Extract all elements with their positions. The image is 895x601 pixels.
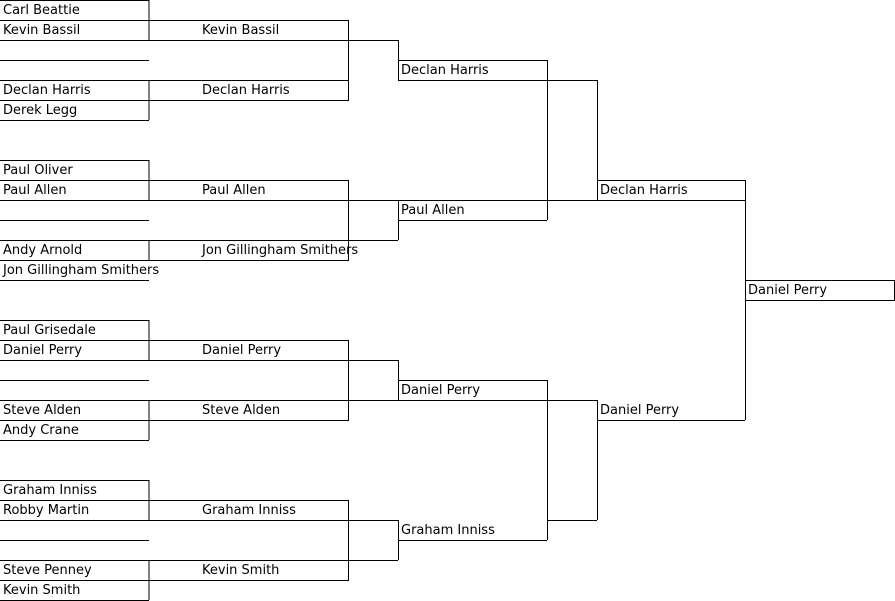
champion-slot[interactable]: Daniel Perry (748, 283, 828, 298)
round1-slot-9[interactable]: Paul Grisedale (3, 323, 96, 338)
round2-slot-3[interactable]: Paul Allen (202, 183, 266, 198)
round1-slot-7[interactable]: Andy Arnold (3, 243, 83, 258)
round1-slot-6[interactable]: Paul Allen (3, 183, 67, 198)
round1-slot-12[interactable]: Andy Crane (3, 423, 79, 438)
round1-slot-8[interactable]: Jon Gillingham Smithers (3, 263, 160, 278)
round2-slot-7[interactable]: Graham Inniss (202, 503, 296, 518)
round1-slot-1[interactable]: Carl Beattie (3, 3, 80, 18)
round1-slot-13[interactable]: Graham Inniss (3, 483, 97, 498)
round3-slot-1[interactable]: Declan Harris (401, 63, 489, 78)
round1-slot-2[interactable]: Kevin Bassil (3, 23, 81, 38)
round1-slot-14[interactable]: Robby Martin (3, 503, 90, 518)
round2-slot-1[interactable]: Kevin Bassil (202, 23, 280, 38)
round4-slot-1[interactable]: Declan Harris (600, 183, 688, 198)
round2-slot-6[interactable]: Steve Alden (202, 403, 281, 418)
round2-slot-8[interactable]: Kevin Smith (202, 563, 280, 578)
round2-slot-5[interactable]: Daniel Perry (202, 343, 282, 358)
round1-slot-5[interactable]: Paul Oliver (3, 163, 73, 178)
round1-slot-11[interactable]: Steve Alden (3, 403, 82, 418)
round1-slot-4[interactable]: Derek Legg (3, 103, 78, 118)
round2-slot-2[interactable]: Declan Harris (202, 83, 290, 98)
round3-slot-2[interactable]: Paul Allen (401, 203, 465, 218)
round3-slot-3[interactable]: Daniel Perry (401, 383, 481, 398)
round1-slot-16[interactable]: Kevin Smith (3, 583, 81, 598)
round1-slot-3[interactable]: Declan Harris (3, 83, 91, 98)
round2-slot-4[interactable]: Jon Gillingham Smithers (202, 243, 359, 258)
round1-slot-10[interactable]: Daniel Perry (3, 343, 83, 358)
round1-slot-15[interactable]: Steve Penney (3, 563, 92, 578)
round4-slot-2[interactable]: Daniel Perry (600, 403, 680, 418)
round3-slot-4[interactable]: Graham Inniss (401, 523, 495, 538)
